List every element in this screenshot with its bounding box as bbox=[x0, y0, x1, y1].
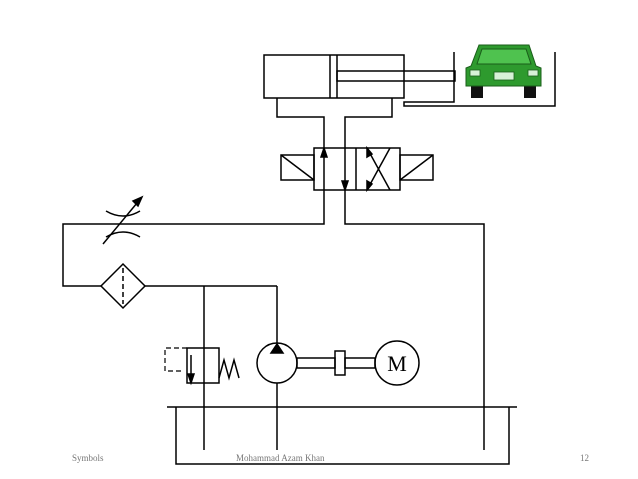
valve-cross-arrowhead-b bbox=[366, 179, 374, 193]
valve-arrowhead-up bbox=[319, 145, 329, 158]
throttle-adjust-arrow bbox=[102, 196, 143, 245]
car-load bbox=[403, 44, 556, 107]
filter-housing bbox=[99, 262, 147, 310]
car-platform bbox=[403, 52, 556, 107]
hydraulic-pump bbox=[256, 342, 298, 450]
relief-arrowhead bbox=[186, 373, 196, 386]
cylinder-port-line-b bbox=[344, 98, 393, 148]
valve-arrowhead-down bbox=[340, 180, 350, 193]
throttle-arc-top bbox=[105, 210, 141, 217]
valve-solenoid-right bbox=[399, 154, 434, 181]
pump-shaft bbox=[296, 357, 336, 369]
pump-direction-triangle bbox=[269, 342, 285, 354]
footer-topic: Symbols bbox=[72, 453, 104, 463]
electric-motor: M bbox=[374, 340, 420, 386]
hydraulic-cylinder bbox=[263, 54, 456, 99]
car-headlight-left bbox=[469, 69, 481, 77]
car-wheel-right bbox=[524, 83, 536, 98]
filter bbox=[99, 262, 147, 310]
return-line bbox=[62, 190, 325, 287]
motor-label: M bbox=[387, 351, 407, 376]
throttle-arrowhead bbox=[131, 195, 144, 208]
piston-rod bbox=[336, 70, 456, 82]
solenoid-left-diagonal bbox=[280, 154, 315, 181]
relief-spring bbox=[218, 357, 240, 381]
tank-walls bbox=[175, 407, 510, 465]
pressure-line-to-tank bbox=[344, 190, 485, 450]
motor-body bbox=[374, 340, 420, 386]
solenoid-right-diagonal bbox=[399, 154, 434, 181]
valve-cross-arrowhead-a bbox=[366, 145, 374, 159]
pilot-line bbox=[164, 347, 187, 372]
car-wheel-left bbox=[471, 83, 483, 98]
shaft-coupling bbox=[296, 350, 376, 376]
variable-flow-control-valve bbox=[102, 195, 144, 245]
reservoir-tank bbox=[167, 406, 517, 465]
cylinder-barrel bbox=[263, 54, 405, 99]
coupling bbox=[334, 350, 346, 376]
motor-shaft bbox=[344, 357, 376, 369]
relief-valve-body bbox=[186, 347, 220, 384]
pressure-relief-valve bbox=[164, 347, 240, 386]
car-license-plate bbox=[493, 71, 515, 81]
directional-control-valve bbox=[280, 145, 434, 193]
car-headlight-right bbox=[527, 69, 539, 77]
throttle-arc-bottom bbox=[105, 231, 141, 238]
footer-author: Mohammad Azam Khan bbox=[236, 453, 325, 463]
car-windshield bbox=[476, 48, 532, 65]
footer-page-number: 12 bbox=[580, 453, 589, 463]
cylinder-port-line-a bbox=[276, 98, 325, 148]
